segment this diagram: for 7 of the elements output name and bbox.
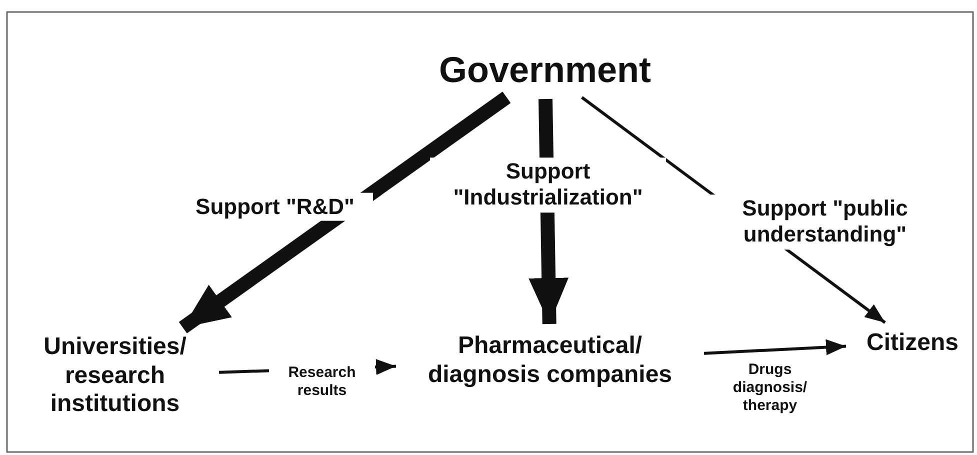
arrow: [178, 92, 511, 334]
actor-label: Government: [438, 48, 652, 92]
actor-label: Pharmaceutical/ diagnosis companies: [426, 332, 674, 390]
actor-label: Citizens: [866, 328, 958, 358]
edge-label: Support "Industrialization": [430, 158, 666, 212]
actor-label: Universities/ research institutions: [42, 332, 188, 420]
arrow: [704, 339, 846, 356]
